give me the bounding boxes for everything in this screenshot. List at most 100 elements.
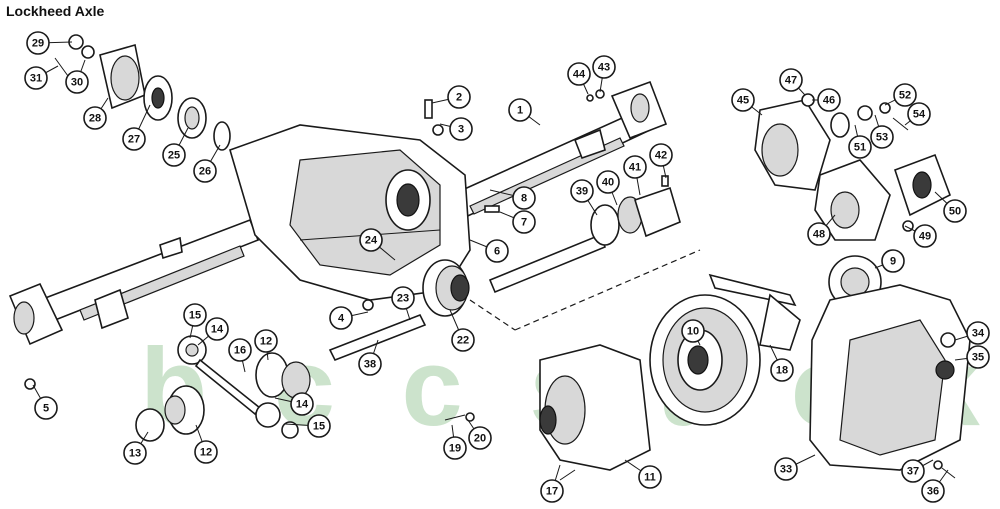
callout-27: 27 — [122, 104, 151, 151]
callout-46: 46 — [812, 88, 841, 112]
callout-bubble — [870, 125, 894, 149]
callout-43: 43 — [592, 55, 616, 93]
callout-bubble — [807, 222, 831, 246]
callout-35: 35 — [954, 345, 990, 369]
callout-label: 28 — [89, 113, 101, 125]
callout-bubble — [358, 352, 382, 376]
callout-label: 7 — [521, 217, 527, 229]
callout-3: 3 — [439, 117, 473, 141]
callout-bubble — [770, 358, 794, 382]
callout-47: 47 — [779, 68, 806, 96]
callout-label: 8 — [521, 193, 527, 205]
callout-38: 38 — [358, 339, 382, 376]
callout-bubble — [26, 31, 50, 55]
callout-label: 41 — [629, 162, 641, 174]
callout-bubble — [449, 117, 473, 141]
callout-label: 3 — [458, 124, 464, 136]
callout-label: 17 — [546, 486, 558, 498]
callout-label: 2 — [456, 92, 462, 104]
axle-casing — [8, 80, 668, 346]
callout-bubble — [731, 88, 755, 112]
callout-bubble — [901, 459, 925, 483]
callout-label: 15 — [189, 310, 201, 322]
callout-12: 12 — [194, 424, 218, 464]
callout-label: 42 — [655, 150, 667, 162]
callout-16: 16 — [228, 338, 252, 373]
callout-53: 53 — [870, 114, 894, 149]
callout-bubble — [817, 88, 841, 112]
callout-bubble — [623, 155, 647, 179]
callout-label: 13 — [129, 448, 141, 460]
callout-label: 35 — [972, 352, 984, 364]
callout-label: 5 — [43, 403, 49, 415]
callout-54: 54 — [904, 102, 931, 126]
callout-bubble — [848, 135, 872, 159]
callout-15: 15 — [284, 414, 331, 438]
callout-label: 1 — [517, 105, 523, 117]
callout-9: 9 — [874, 249, 905, 273]
callout-label: 53 — [876, 132, 888, 144]
callout-31: 31 — [24, 65, 59, 90]
callout-label: 44 — [573, 69, 586, 81]
callout-bubble — [485, 239, 509, 263]
callout-13: 13 — [123, 431, 149, 465]
callout-2: 2 — [431, 85, 471, 109]
page-title: Lockheed Axle — [6, 3, 105, 19]
callout-bubble — [907, 102, 931, 126]
callout-bubble — [24, 66, 48, 90]
callout-label: 20 — [474, 433, 486, 445]
shafts-and-bearings — [328, 186, 882, 362]
callout-1: 1 — [508, 98, 541, 126]
callout-label: 43 — [598, 62, 610, 74]
callout-bubble — [512, 210, 536, 234]
callout-label: 25 — [168, 150, 180, 162]
callout-bubble — [649, 143, 673, 167]
callout-label: 29 — [32, 38, 44, 50]
callout-34: 34 — [954, 321, 990, 345]
rear-cover — [809, 284, 971, 479]
callout-label: 27 — [128, 134, 140, 146]
callout-51: 51 — [848, 124, 872, 159]
callout-bubble — [194, 440, 218, 464]
callout-bubble — [34, 396, 58, 420]
callout-33: 33 — [774, 454, 816, 481]
callout-bubble — [567, 62, 591, 86]
callout-bubble — [966, 321, 990, 345]
callout-label: 36 — [927, 486, 939, 498]
callout-14: 14 — [274, 392, 314, 416]
callout-48: 48 — [807, 214, 836, 246]
callout-bubble — [122, 127, 146, 151]
callout-label: 47 — [785, 75, 797, 87]
callout-15: 15 — [183, 303, 207, 339]
callout-10: 10 — [681, 319, 705, 346]
callout-bubble — [193, 159, 217, 183]
callout-label: 24 — [365, 235, 378, 247]
callout-label: 18 — [776, 365, 788, 377]
callout-29: 29 — [26, 31, 73, 55]
differential-gears — [135, 299, 475, 442]
callout-label: 39 — [576, 186, 588, 198]
callout-label: 26 — [199, 166, 211, 178]
callout-bubble — [162, 143, 186, 167]
callout-20: 20 — [467, 419, 492, 450]
callout-label: 50 — [949, 206, 961, 218]
callout-52: 52 — [884, 83, 917, 107]
callout-14: 14 — [197, 317, 229, 346]
callout-17: 17 — [540, 464, 564, 503]
callout-bubble — [570, 179, 594, 203]
callout-39: 39 — [570, 179, 598, 216]
callout-label: 12 — [200, 447, 212, 459]
callout-bubble — [468, 426, 492, 450]
callout-label: 34 — [972, 328, 985, 340]
callout-45: 45 — [731, 88, 763, 116]
callout-bubble — [638, 465, 662, 489]
callout-label: 31 — [30, 73, 42, 85]
callout-30: 30 — [65, 59, 89, 94]
callout-40: 40 — [596, 170, 620, 206]
callout-bubble — [540, 479, 564, 503]
callout-bubble — [913, 224, 937, 248]
callout-12: 12 — [254, 329, 278, 361]
callout-label: 14 — [211, 324, 224, 336]
callout-label: 30 — [71, 77, 83, 89]
